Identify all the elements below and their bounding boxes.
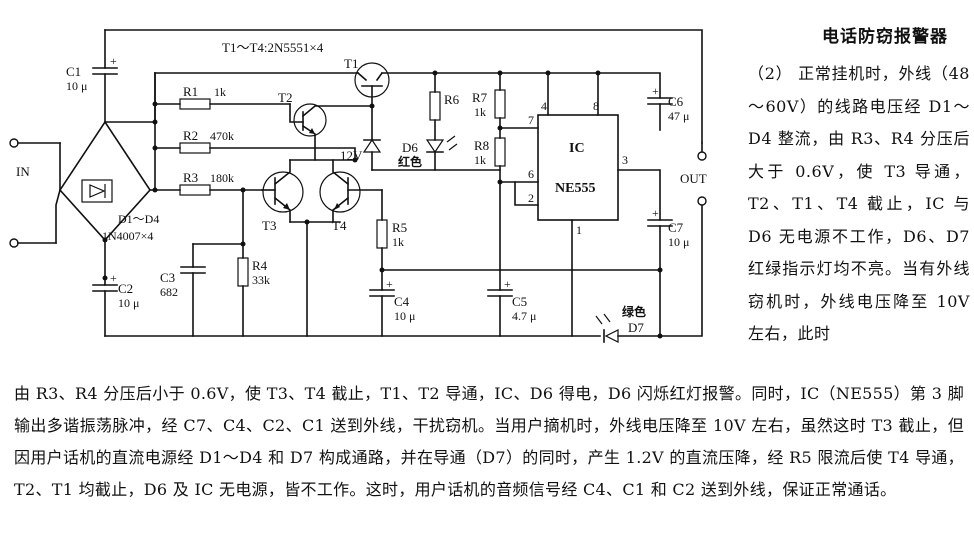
in-label: IN [16, 164, 30, 179]
t4-label: T4 [332, 218, 347, 233]
capacitor-c5: + C5 4.7 μ [487, 277, 536, 337]
r8-value: 1k [474, 153, 486, 167]
svg-text:+: + [652, 84, 659, 98]
c5-label: C5 [512, 294, 527, 309]
resistor-r5: R5 1k [376, 189, 407, 291]
capacitor-c7: + C7 10 μ [647, 206, 689, 337]
r2-value: 470k [210, 129, 234, 143]
zener-label: 12V [340, 148, 363, 163]
transistor-t3: T3 [261, 159, 304, 233]
c4-label: C4 [394, 294, 410, 309]
r5-label: R5 [392, 220, 407, 235]
capacitor-c4: + C4 10 μ [369, 277, 415, 337]
page-title: 电话防窃报警器 [822, 27, 948, 47]
t3-label: T3 [262, 218, 276, 233]
top-wire [104, 29, 703, 144]
c3-label: C3 [160, 270, 175, 285]
r3-value: 180k [210, 171, 234, 185]
in-terminal-top [9, 138, 19, 148]
svg-text:+: + [110, 271, 117, 285]
ic-part: NE555 [555, 181, 595, 196]
d6-color: 红色 [398, 154, 422, 169]
svg-text:+: + [652, 206, 659, 220]
c1-label: C1 [66, 64, 81, 79]
transistor-t2: T2 [278, 90, 373, 161]
ic-ne555: 4 8 7 6 2 1 3 IC NE555 [528, 72, 661, 337]
out-terminal-bottom [697, 196, 707, 206]
r5-value: 1k [392, 235, 404, 249]
out-terminal-top [697, 151, 707, 161]
resistor-r7: R7 1k [472, 70, 506, 139]
capacitor-c2: + C2 10 μ [92, 271, 139, 337]
ic-pin3: 3 [622, 153, 628, 167]
capacitor-c6: + C6 47 μ [647, 84, 689, 131]
r7-label: R7 [472, 90, 488, 105]
input-terminals: IN [9, 138, 61, 248]
led-d7: 绿色 D7 [595, 304, 646, 343]
ic-pin2: 2 [528, 191, 534, 205]
c7-value: 10 μ [668, 235, 689, 249]
ic-pin4: 4 [541, 99, 547, 113]
capacitor-c3: C3 682 [160, 243, 206, 337]
led-d6: D6 红色 [398, 135, 458, 171]
resistor-r6: R6 [429, 70, 460, 141]
ic-pin7: 7 [528, 113, 534, 127]
resistor-r8: R8 1k [474, 137, 506, 291]
zener-diode: 12V [340, 105, 382, 171]
resistor-r2: R2 470k [154, 128, 356, 161]
r6-label: R6 [444, 92, 460, 107]
resistor-r4: R4 33k [237, 243, 270, 337]
description-bottom: 由 R3、R4 分压后小于 0.6V，使 T3、T4 截止，T1、T2 导通，I… [14, 384, 964, 499]
r3-label: R3 [183, 170, 198, 185]
capacitor-c1: + C1 10 μ [66, 29, 118, 123]
r7-value: 1k [474, 105, 486, 119]
pin2-wire [514, 181, 539, 206]
description-side: （2） 正常挂机时，外线（48～60V）的线路电压经 D1～D4 整流，由 R3… [748, 64, 970, 343]
bridge-part: 1N4007×4 [102, 229, 153, 243]
r4-label: R4 [252, 258, 268, 273]
ic-pin8: 8 [593, 99, 599, 113]
c6-label: C6 [668, 94, 684, 109]
transistor-note: T1～T4:2N5551×4 [222, 40, 324, 55]
ic-pin6: 6 [528, 167, 534, 181]
t2-label: T2 [278, 90, 292, 105]
svg-text:+: + [386, 277, 393, 291]
d7-label: D7 [628, 320, 644, 335]
bridge-rectifier: D1～D4 1N4007×4 [55, 72, 159, 244]
out-label: OUT [680, 171, 707, 186]
c7-label: C7 [668, 220, 684, 235]
r4-value: 33k [252, 273, 270, 287]
resistor-r1: R1 1k [154, 84, 291, 110]
t1-label: T1 [344, 56, 358, 71]
c5-value: 4.7 μ [512, 309, 536, 323]
d6-label: D6 [402, 140, 418, 155]
svg-text:+: + [110, 54, 117, 68]
positive-rail [154, 72, 661, 99]
svg-text:+: + [504, 277, 511, 291]
transistor-t4: T4 [319, 159, 383, 233]
output-terminals: OUT [659, 142, 707, 337]
in-terminal-bottom [9, 238, 19, 248]
bridge-label: D1～D4 [118, 212, 159, 226]
c4-value: 10 μ [394, 309, 415, 323]
transistor-t1: T1 [344, 56, 390, 107]
r1-label: R1 [183, 84, 198, 99]
resistor-r3: R3 180k [154, 170, 263, 196]
r1-value: 1k [214, 85, 226, 99]
c2-value: 10 μ [118, 296, 139, 310]
r8-label: R8 [474, 138, 489, 153]
r2-label: R2 [183, 128, 198, 143]
c2-label: C2 [118, 281, 133, 296]
c1-value: 10 μ [66, 79, 87, 93]
ic-pin1: 1 [576, 223, 582, 237]
c3-value: 682 [160, 285, 178, 299]
c6-value: 47 μ [668, 109, 689, 123]
d7-color: 绿色 [622, 304, 646, 319]
ic-label: IC [569, 141, 585, 156]
